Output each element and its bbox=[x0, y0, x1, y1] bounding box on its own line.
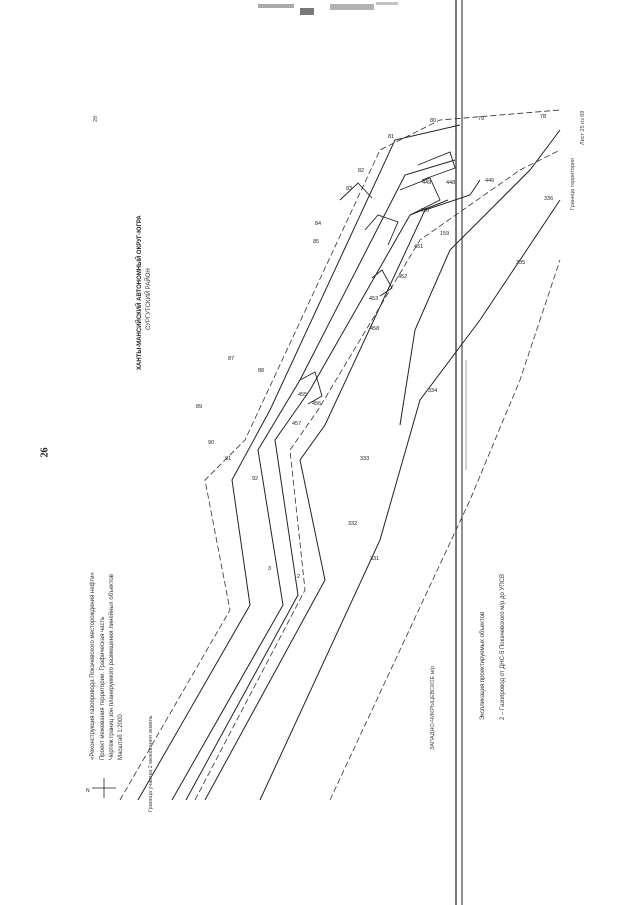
point-label: 92 bbox=[252, 476, 258, 482]
point-label: 81 bbox=[388, 134, 394, 140]
point-label: 455 bbox=[298, 392, 307, 398]
pipeline-route-2 bbox=[171, 159, 456, 801]
boundary-line-lower bbox=[259, 199, 561, 801]
allotment-a bbox=[417, 151, 456, 181]
legend-line-2: Проект межевания территории. Графическая… bbox=[100, 616, 106, 760]
explication-title: Экспликация проектируемых объектов bbox=[480, 611, 486, 720]
point-label: 159 bbox=[440, 231, 449, 237]
point-label: 449 bbox=[422, 180, 431, 186]
corridor-lines bbox=[137, 124, 561, 801]
sheet-number: 28 bbox=[93, 115, 99, 122]
point-label: 88 bbox=[258, 368, 264, 374]
point-label: 458 bbox=[370, 326, 379, 332]
point-label: 83 bbox=[346, 186, 352, 192]
point-label: 334 bbox=[428, 388, 437, 394]
point-label: 331 bbox=[370, 556, 379, 562]
point-label: 456 bbox=[312, 401, 321, 407]
point-label: 448 bbox=[446, 180, 455, 186]
point-label: 452 bbox=[398, 274, 407, 280]
north-arrow-icon bbox=[92, 778, 116, 798]
map-subtitle: СУРГУТСКИЙ РАЙОН bbox=[146, 268, 152, 330]
dashed-lines bbox=[119, 109, 561, 801]
upper-right-note: Граница территории bbox=[570, 157, 576, 210]
boundary-line-right bbox=[399, 129, 561, 426]
survey-points: 78 79 80 81 82 83 84 85 87 88 89 90 91 9… bbox=[196, 114, 553, 580]
corridor-boundary-inner bbox=[204, 179, 481, 801]
allotment-f bbox=[339, 182, 373, 201]
legend-line-1: «Реконструкция газопровода Покачевского … bbox=[90, 572, 96, 760]
allotment-b bbox=[399, 177, 441, 216]
compass-label: N bbox=[86, 788, 90, 794]
allotment-d bbox=[299, 371, 323, 405]
dashed-boundary-inner bbox=[194, 149, 561, 801]
dashed-boundary-far bbox=[329, 259, 561, 801]
point-label: 78 bbox=[540, 114, 546, 120]
dashed-boundary-outer bbox=[119, 109, 561, 801]
corridor-boundary-outer bbox=[137, 124, 461, 801]
point-label: 90 bbox=[208, 440, 214, 446]
district-label: ЗАПАДНО-ЧИКРЫЦЕВСКОЕ м/р bbox=[430, 665, 436, 750]
legend-scale: Масштаб 1:2000 bbox=[118, 714, 124, 760]
allotment-e bbox=[371, 269, 393, 297]
point-label: 451 bbox=[414, 244, 423, 250]
allotment-polygons bbox=[299, 151, 456, 405]
point-label: 85 bbox=[313, 239, 319, 245]
point-label: 80 bbox=[430, 118, 436, 124]
point-label: 2 bbox=[297, 574, 300, 580]
point-label: 89 bbox=[196, 404, 202, 410]
page-number: 26 bbox=[39, 447, 51, 458]
point-label: 457 bbox=[292, 421, 301, 427]
point-label: 335 bbox=[516, 260, 525, 266]
point-label: 91 bbox=[225, 456, 231, 462]
legend-line-3: Чертеж границ зон планируемого размещени… bbox=[109, 574, 115, 760]
point-label: 3 bbox=[268, 566, 271, 572]
point-label: 450 bbox=[420, 208, 429, 214]
point-label: 332 bbox=[348, 521, 357, 527]
scan-noise bbox=[258, 2, 398, 15]
bottom-edge-label: Граница участка 2 межевания земель bbox=[148, 715, 154, 812]
allotment-c bbox=[364, 214, 399, 246]
map-title: ХАНТЫ-МАНСИЙСКИЙ АВТОНОМНЫЙ ОКРУГ-ЮГРА bbox=[137, 215, 143, 370]
explication-item-2: 2 – Газопровод от ДНС-5 Покачевского м/р… bbox=[500, 573, 506, 720]
point-label: 82 bbox=[358, 168, 364, 174]
point-label: 84 bbox=[315, 221, 321, 227]
point-label: 333 bbox=[360, 456, 369, 462]
corner-note: Лист 25 из 69 bbox=[580, 110, 586, 145]
point-label: 446 bbox=[485, 178, 494, 184]
point-label: 336 bbox=[544, 196, 553, 202]
point-label: 453 bbox=[369, 296, 378, 302]
pipeline-route-3 bbox=[185, 199, 449, 801]
point-label: 87 bbox=[228, 356, 234, 362]
point-label: 79 bbox=[478, 116, 484, 122]
